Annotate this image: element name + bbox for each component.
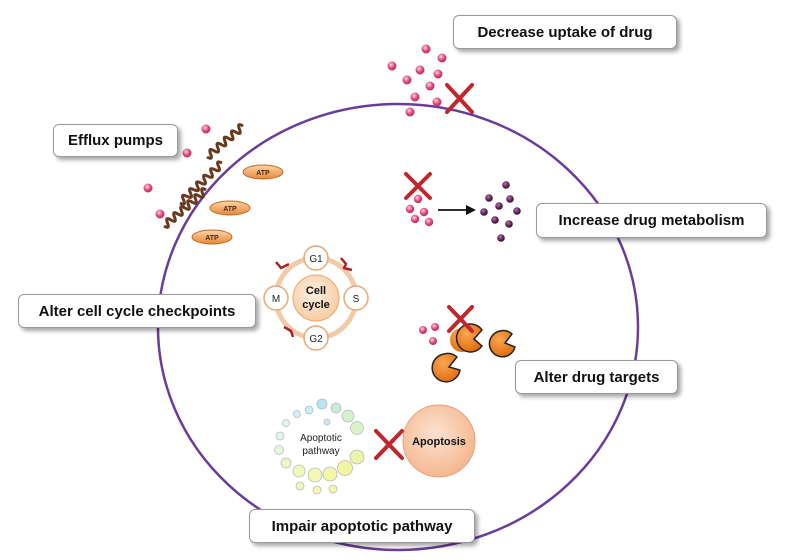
drug-target-free-left [431, 352, 461, 383]
apoptosis-label: Apoptosis [412, 436, 466, 448]
cell-cycle-center-line2: cycle [302, 299, 330, 311]
cell-cycle-diagram: Cell cycle G1 S G2 M [263, 245, 369, 351]
label-impair-apoptotic: Impair apoptotic pathway [249, 509, 475, 543]
target-block-cross-icon [447, 305, 474, 333]
drug-target-free-right [488, 329, 516, 358]
label-alter-checkpoints: Alter cell cycle checkpoints [18, 294, 256, 328]
metabolism-drug-cluster [405, 194, 434, 227]
efflux-pump-middle [179, 160, 223, 206]
metabolism-arrow-icon [438, 205, 476, 215]
apoptotic-pathway-line2: pathway [302, 446, 339, 457]
uptake-drug-cluster [387, 44, 447, 117]
phase-g1: G1 [309, 254, 323, 265]
targets-drug-molecules [419, 323, 439, 345]
efflux-drug-molecules [143, 124, 211, 219]
label-alter-targets: Alter drug targets [515, 360, 678, 394]
label-efflux-pumps: Efflux pumps [53, 124, 178, 157]
phase-s: S [353, 294, 360, 305]
atp-middle: ATP [209, 200, 251, 216]
efflux-pump-top [206, 123, 244, 160]
apoptotic-pathway-ring [274, 398, 365, 495]
checkpoint-marks [275, 257, 353, 338]
metabolism-block-cross-icon [404, 172, 432, 200]
cell-cycle-center-line1: Cell [306, 285, 326, 297]
efflux-pump-bottom [163, 187, 207, 229]
label-decrease-uptake: Decrease uptake of drug [453, 15, 677, 49]
atp-bottom: ATP [191, 229, 233, 245]
drug-target-bound [450, 323, 484, 353]
atp-label-top: ATP [256, 170, 270, 177]
atp-top: ATP [242, 164, 284, 180]
phase-g2: G2 [309, 334, 323, 345]
apoptosis-block-cross-icon [374, 429, 404, 460]
atp-label-middle: ATP [223, 206, 237, 213]
phase-m: M [272, 294, 280, 305]
uptake-block-cross-icon [445, 83, 474, 114]
apoptotic-pathway-line1: Apoptotic [300, 433, 342, 444]
atp-label-bottom: ATP [205, 235, 219, 242]
cell-cycle-center [292, 274, 340, 322]
label-increase-metabolism: Increase drug metabolism [536, 203, 767, 238]
metabolite-cluster [480, 181, 521, 242]
apoptosis-node: Apoptosis [402, 404, 476, 478]
